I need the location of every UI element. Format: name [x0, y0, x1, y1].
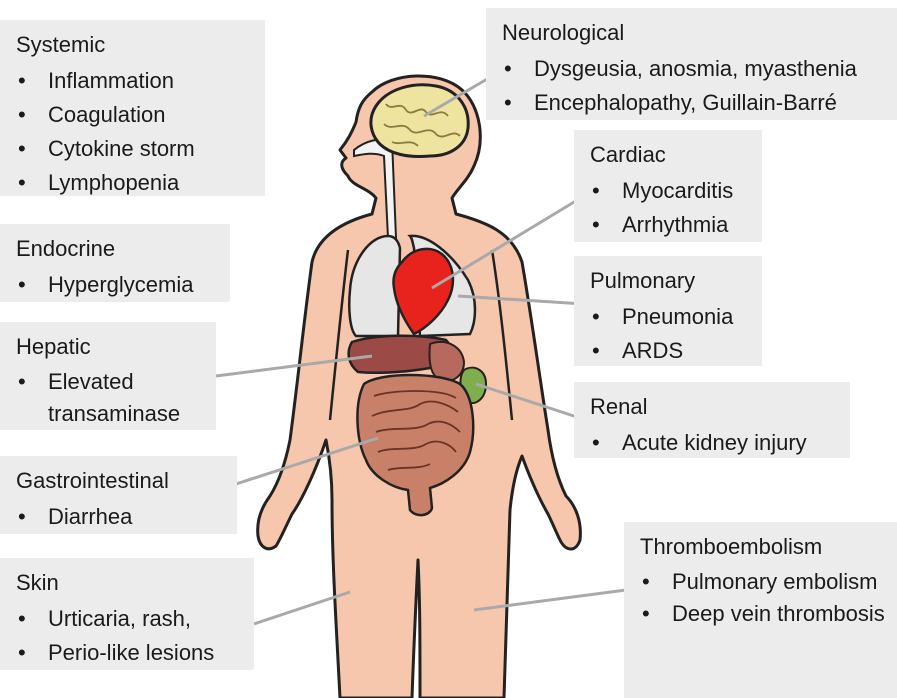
endocrine-item-1: Hyperglycemia — [16, 268, 220, 302]
thromboembolism-title: Thromboembolism — [640, 532, 887, 562]
hepatic-list: Elevated transaminase — [16, 366, 206, 430]
renal-title: Renal — [590, 392, 840, 422]
systemic-box: Systemic Inflammation Coagulation Cytoki… — [0, 20, 265, 196]
systemic-item-4: Lymphopenia — [16, 166, 255, 200]
cardiac-item-2: Arrhythmia — [590, 208, 752, 242]
renal-item-1: Acute kidney injury — [590, 426, 840, 460]
skin-list: Urticaria, rash, Perio-like lesions — [16, 602, 244, 670]
systemic-item-1: Inflammation — [16, 64, 255, 98]
gastrointestinal-list: Diarrhea — [16, 500, 227, 534]
neurological-item-1: Dysgeusia, anosmia, myasthenia — [502, 52, 887, 86]
brain — [371, 85, 468, 157]
systemic-title: Systemic — [16, 30, 255, 60]
thromboembolism-item-2: Deep vein thrombosis — [640, 598, 887, 630]
thromboembolism-item-1: Pulmonary embolism — [640, 566, 887, 598]
systemic-item-2: Coagulation — [16, 98, 255, 132]
neurological-item-2: Encephalopathy, Guillain-Barré — [502, 86, 887, 120]
renal-list: Acute kidney injury — [590, 426, 840, 460]
pulmonary-item-2: ARDS — [590, 334, 752, 368]
systemic-list: Inflammation Coagulation Cytokine storm … — [16, 64, 255, 200]
pulmonary-box: Pulmonary Pneumonia ARDS — [574, 256, 762, 366]
hepatic-box: Hepatic Elevated transaminase — [0, 322, 216, 430]
skin-title: Skin — [16, 568, 244, 598]
hepatic-item-1: Elevated transaminase — [16, 366, 206, 430]
gastrointestinal-box: Gastrointestinal Diarrhea — [0, 456, 237, 534]
cardiac-title: Cardiac — [590, 140, 752, 170]
systemic-item-3: Cytokine storm — [16, 132, 255, 166]
endocrine-box: Endocrine Hyperglycemia — [0, 224, 230, 302]
neurological-box: Neurological Dysgeusia, anosmia, myasthe… — [486, 8, 897, 120]
cardiac-box: Cardiac Myocarditis Arrhythmia — [574, 130, 762, 242]
hepatic-title: Hepatic — [16, 332, 206, 362]
pulmonary-title: Pulmonary — [590, 266, 752, 296]
cardiac-list: Myocarditis Arrhythmia — [590, 174, 752, 242]
cardiac-item-1: Myocarditis — [590, 174, 752, 208]
thromboembolism-box: Thromboembolism Pulmonary embolism Deep … — [624, 522, 897, 698]
pulmonary-list: Pneumonia ARDS — [590, 300, 752, 368]
skin-item-1: Urticaria, rash, — [16, 602, 244, 636]
gastrointestinal-title: Gastrointestinal — [16, 466, 227, 496]
gastrointestinal-item-1: Diarrhea — [16, 500, 227, 534]
neurological-title: Neurological — [502, 18, 887, 48]
skin-box: Skin Urticaria, rash, Perio-like lesions — [0, 558, 254, 670]
renal-box: Renal Acute kidney injury — [574, 382, 850, 458]
skin-item-2: Perio-like lesions — [16, 636, 244, 670]
pulmonary-item-1: Pneumonia — [590, 300, 752, 334]
endocrine-title: Endocrine — [16, 234, 220, 264]
thromboembolism-list: Pulmonary embolism Deep vein thrombosis — [640, 566, 887, 630]
endocrine-list: Hyperglycemia — [16, 268, 220, 302]
neurological-list: Dysgeusia, anosmia, myasthenia Encephalo… — [502, 52, 887, 120]
